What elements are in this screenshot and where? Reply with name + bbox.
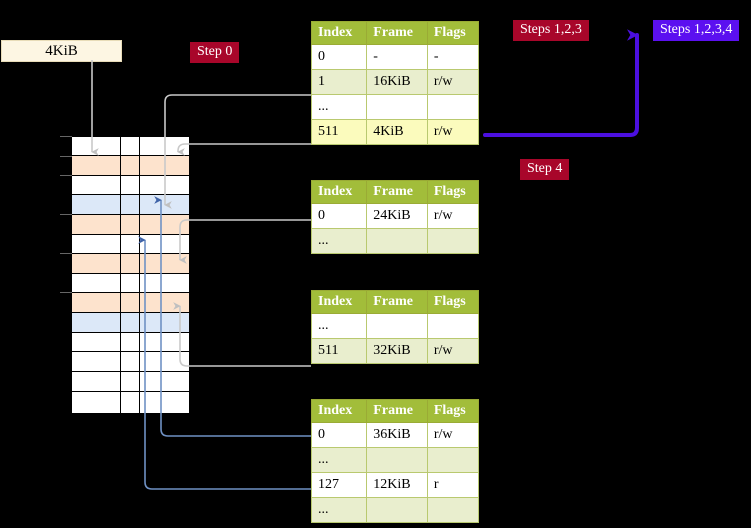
cell-flags	[426, 94, 480, 120]
cell-frame	[366, 228, 428, 254]
memory-tick	[60, 253, 72, 254]
cell-frame: 16KiB	[366, 69, 428, 95]
wire-pt-row0	[160, 414, 311, 437]
column-header-index: Index	[310, 180, 368, 204]
memory-block-4kib: 4KiB	[1, 40, 122, 62]
cell-frame	[366, 447, 428, 473]
page-table-pd: Index Frame Flags ... 511 32KiB r/w	[310, 290, 480, 364]
cell-frame: 32KiB	[366, 338, 428, 364]
memory-tick	[60, 292, 72, 293]
memory-tick	[60, 156, 72, 157]
column-header-index: Index	[310, 290, 368, 314]
memory-tick	[60, 175, 72, 176]
cell-frame	[366, 497, 428, 523]
cell-frame: 4KiB	[366, 119, 428, 145]
column-header-index: Index	[310, 399, 368, 423]
cell-index: 511	[310, 338, 368, 364]
wire-pd-row511	[173, 302, 311, 367]
table-row: 0 - -	[310, 44, 480, 70]
wire-pml4-row1	[164, 94, 311, 209]
table-row: 511 32KiB r/w	[310, 338, 480, 364]
column-header-flags: Flags	[426, 290, 480, 314]
cell-index: 511	[310, 119, 368, 145]
table-row: ...	[310, 447, 480, 473]
column-header-flags: Flags	[426, 399, 480, 423]
column-header-flags: Flags	[426, 180, 480, 204]
table-row: 1 16KiB r/w	[310, 69, 480, 95]
wire-pml4-row511	[177, 143, 311, 156]
cell-flags	[426, 497, 480, 523]
wire-pdpt-row0	[179, 219, 311, 264]
wire-pt-row127	[144, 414, 311, 490]
cell-index: ...	[310, 447, 368, 473]
cell-index: ...	[310, 94, 368, 120]
cell-flags	[426, 228, 480, 254]
table-row: ...	[310, 94, 480, 120]
cell-index: 127	[310, 472, 368, 498]
physical-memory-grid	[71, 136, 190, 414]
cell-flags: r/w	[426, 338, 480, 364]
memory-grid-divider	[139, 136, 140, 414]
cell-index: 1	[310, 69, 368, 95]
step-4-badge: Step 4	[520, 159, 570, 180]
steps-1234-badge: Steps 1,2,3,4	[653, 20, 740, 41]
column-header-frame: Frame	[366, 290, 428, 314]
cell-index: ...	[310, 497, 368, 523]
cell-index: ...	[310, 228, 368, 254]
cell-frame: 36KiB	[366, 422, 428, 448]
column-header-index: Index	[310, 21, 368, 45]
cell-flags: r/w	[426, 119, 480, 145]
memory-tick	[60, 136, 72, 137]
table-row: ...	[310, 228, 480, 254]
cell-frame: 12KiB	[366, 472, 428, 498]
column-header-flags: Flags	[426, 21, 480, 45]
cell-index: 0	[310, 422, 368, 448]
memory-grid-divider	[120, 136, 121, 414]
table-row: 127 12KiB r	[310, 472, 480, 498]
steps-123-badge: Steps 1,2,3	[513, 20, 589, 41]
cell-flags: r/w	[426, 203, 480, 229]
column-header-frame: Frame	[366, 180, 428, 204]
cell-flags: r/w	[426, 69, 480, 95]
memory-tick	[60, 214, 72, 215]
table-row: 0 24KiB r/w	[310, 203, 480, 229]
page-table-pdpt: Index Frame Flags 0 24KiB r/w ...	[310, 180, 480, 254]
page-table-pml4: Index Frame Flags 0 - - 1 16KiB r/w ...	[310, 21, 480, 145]
table-row: ...	[310, 497, 480, 523]
wire-steps-bracket	[483, 29, 639, 137]
cell-frame: 24KiB	[366, 203, 428, 229]
step-0-badge: Step 0	[190, 42, 240, 63]
table-row: 511 4KiB r/w	[310, 119, 480, 145]
page-table-pt: Index Frame Flags 0 36KiB r/w ... 127 12…	[310, 399, 480, 523]
